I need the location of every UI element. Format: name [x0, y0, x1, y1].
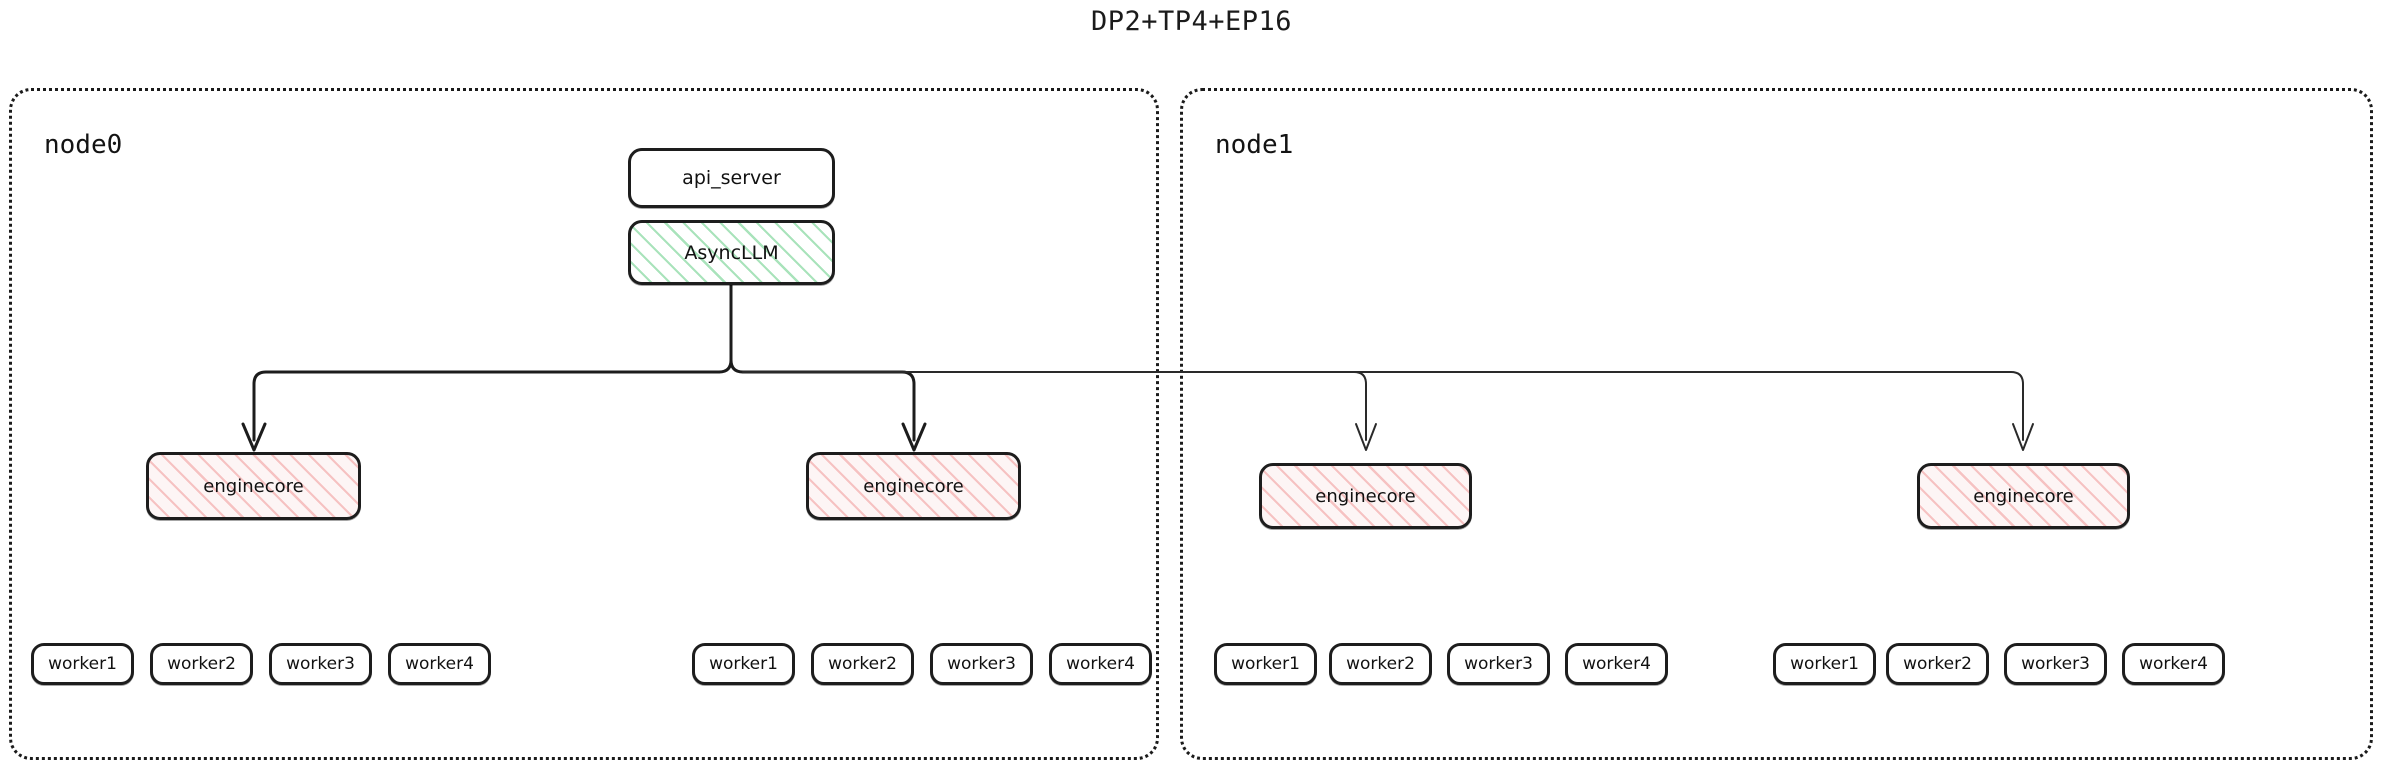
worker-label: worker2 — [167, 654, 236, 674]
worker-box-node1-0-1[interactable]: worker2 — [1329, 643, 1432, 685]
worker-label: worker2 — [1903, 654, 1972, 674]
worker-box-node1-1-1[interactable]: worker2 — [1886, 643, 1989, 685]
async-llm-box[interactable]: AsyncLLM — [628, 220, 835, 285]
worker-box-node0-1-3[interactable]: worker4 — [1049, 643, 1152, 685]
worker-label: worker1 — [1790, 654, 1859, 674]
worker-label: worker3 — [2021, 654, 2090, 674]
worker-label: worker3 — [1464, 654, 1533, 674]
worker-label: worker4 — [1066, 654, 1135, 674]
page-title: DP2+TP4+EP16 — [1090, 6, 1293, 37]
enginecore-box-node0-1[interactable]: enginecore — [806, 452, 1021, 520]
worker-box-node1-0-0[interactable]: worker1 — [1214, 643, 1317, 685]
worker-box-node0-0-0[interactable]: worker1 — [31, 643, 134, 685]
worker-box-node0-0-3[interactable]: worker4 — [388, 643, 491, 685]
enginecore-label: enginecore — [1315, 485, 1416, 507]
worker-label: worker4 — [2139, 654, 2208, 674]
worker-box-node1-1-2[interactable]: worker3 — [2004, 643, 2107, 685]
node-label-node0: node0 — [44, 130, 123, 160]
enginecore-box-node1-0[interactable]: enginecore — [1259, 463, 1472, 529]
worker-box-node1-0-3[interactable]: worker4 — [1565, 643, 1668, 685]
enginecore-box-node0-0[interactable]: enginecore — [146, 452, 361, 520]
api-server-label: api_server — [682, 167, 781, 189]
worker-label: worker2 — [828, 654, 897, 674]
enginecore-label: enginecore — [863, 475, 964, 497]
worker-label: worker1 — [48, 654, 117, 674]
worker-box-node0-0-2[interactable]: worker3 — [269, 643, 372, 685]
worker-box-node0-1-1[interactable]: worker2 — [811, 643, 914, 685]
worker-label: worker2 — [1346, 654, 1415, 674]
worker-box-node1-1-0[interactable]: worker1 — [1773, 643, 1876, 685]
worker-box-node0-0-1[interactable]: worker2 — [150, 643, 253, 685]
worker-label: worker3 — [286, 654, 355, 674]
worker-box-node0-1-0[interactable]: worker1 — [692, 643, 795, 685]
async-llm-label: AsyncLLM — [684, 241, 779, 264]
worker-label: worker4 — [405, 654, 474, 674]
enginecore-label: enginecore — [1973, 485, 2074, 507]
enginecore-label: enginecore — [203, 475, 304, 497]
worker-box-node1-0-2[interactable]: worker3 — [1447, 643, 1550, 685]
worker-box-node1-1-3[interactable]: worker4 — [2122, 643, 2225, 685]
enginecore-box-node1-1[interactable]: enginecore — [1917, 463, 2130, 529]
worker-box-node0-1-2[interactable]: worker3 — [930, 643, 1033, 685]
worker-label: worker4 — [1582, 654, 1651, 674]
worker-label: worker1 — [709, 654, 778, 674]
worker-label: worker3 — [947, 654, 1016, 674]
api-server-box[interactable]: api_server — [628, 148, 835, 208]
node-label-node1: node1 — [1215, 130, 1294, 160]
worker-label: worker1 — [1231, 654, 1300, 674]
